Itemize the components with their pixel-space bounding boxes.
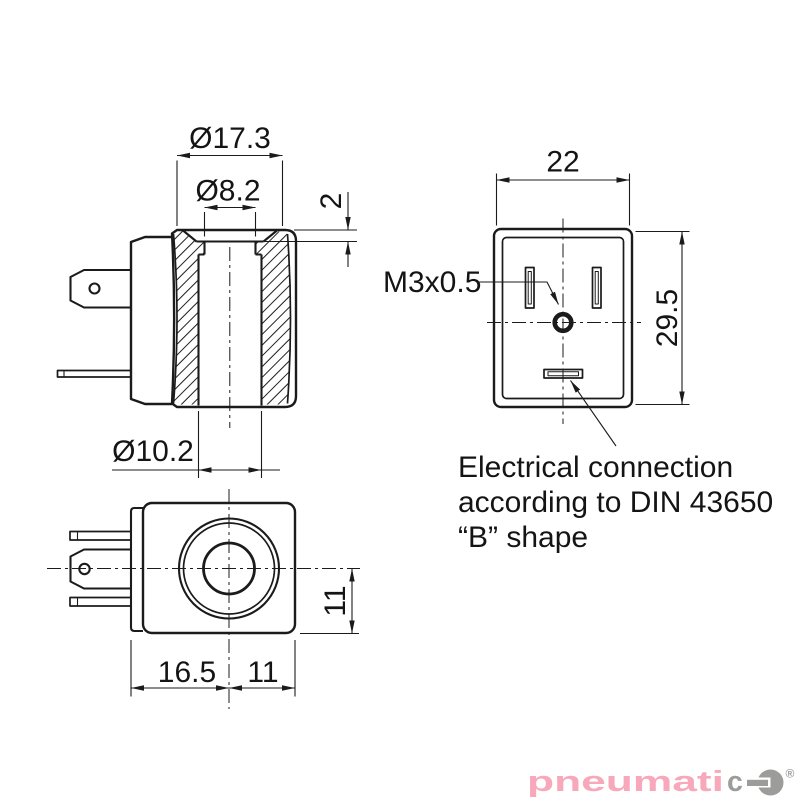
small-hole-walls (203, 241, 257, 255)
thread-leader (478, 281, 559, 305)
lower-pin (56, 369, 131, 378)
pin-slot-left (524, 266, 535, 309)
logo-port-icon (747, 769, 784, 796)
brand-logo: pneumati c ® (527, 766, 795, 798)
dim-ext-depth (264, 229, 357, 243)
winding-boundary-left (172, 233, 178, 404)
note-line-1: Electrical connection (458, 451, 733, 484)
pin-slot-left-inner (527, 271, 532, 305)
logo-text-c: c (727, 766, 743, 798)
registered-mark: ® (786, 767, 795, 781)
pin-top (69, 530, 132, 541)
dim-label-width: 22 (546, 146, 579, 179)
dim-label-flange-diameter: Ø17.3 (189, 122, 271, 155)
dim-label-bore-diameter: Ø10.2 (112, 435, 194, 468)
bore-walls (197, 254, 263, 406)
housing-step (129, 506, 143, 633)
ground-slot-leader (570, 380, 617, 447)
spade-terminal-bottom (69, 548, 131, 590)
pin-bottom (69, 596, 132, 607)
coil-body-outline (170, 228, 298, 409)
thread-label: M3x0.5 (383, 266, 481, 299)
pin-slot-right (591, 266, 602, 309)
dim-label-length-left: 16.5 (158, 656, 216, 689)
logo-text-main: pneumati (527, 766, 724, 798)
section-hatch-right (255, 231, 291, 405)
dim-label-length-right: 11 (247, 656, 278, 689)
front-view: 22 29.5 M3x0.5 (383, 146, 690, 447)
dim-label-recess-diameter: Ø8.2 (195, 175, 260, 208)
note-line-3: “B” shape (458, 521, 588, 554)
recess-cone-left (182, 229, 198, 243)
dim-ext-recess (203, 212, 257, 237)
dim-ext-flange (176, 160, 284, 226)
note-line-2: according to DIN 43650 (458, 486, 773, 519)
spade-terminal-hole (88, 282, 101, 295)
bottom-view: 11 16.5 11 (47, 489, 360, 709)
housing-outline (129, 235, 172, 406)
side-section-view: Ø17.3 Ø8.2 2 Ø10.2 (56, 122, 357, 478)
recess-cone-right (262, 229, 278, 243)
section-hatch-left (173, 231, 205, 405)
dim-label-height: 29.5 (651, 289, 684, 347)
dim-ext-bore (197, 411, 263, 478)
electrical-note: Electrical connection according to DIN 4… (458, 451, 773, 554)
pin-slot-right-inner (594, 271, 599, 305)
dim-label-recess-depth: 2 (315, 193, 348, 210)
winding-boundary-right (286, 233, 292, 404)
dim-label-offset: 11 (319, 585, 352, 616)
spade-terminal (69, 268, 131, 309)
